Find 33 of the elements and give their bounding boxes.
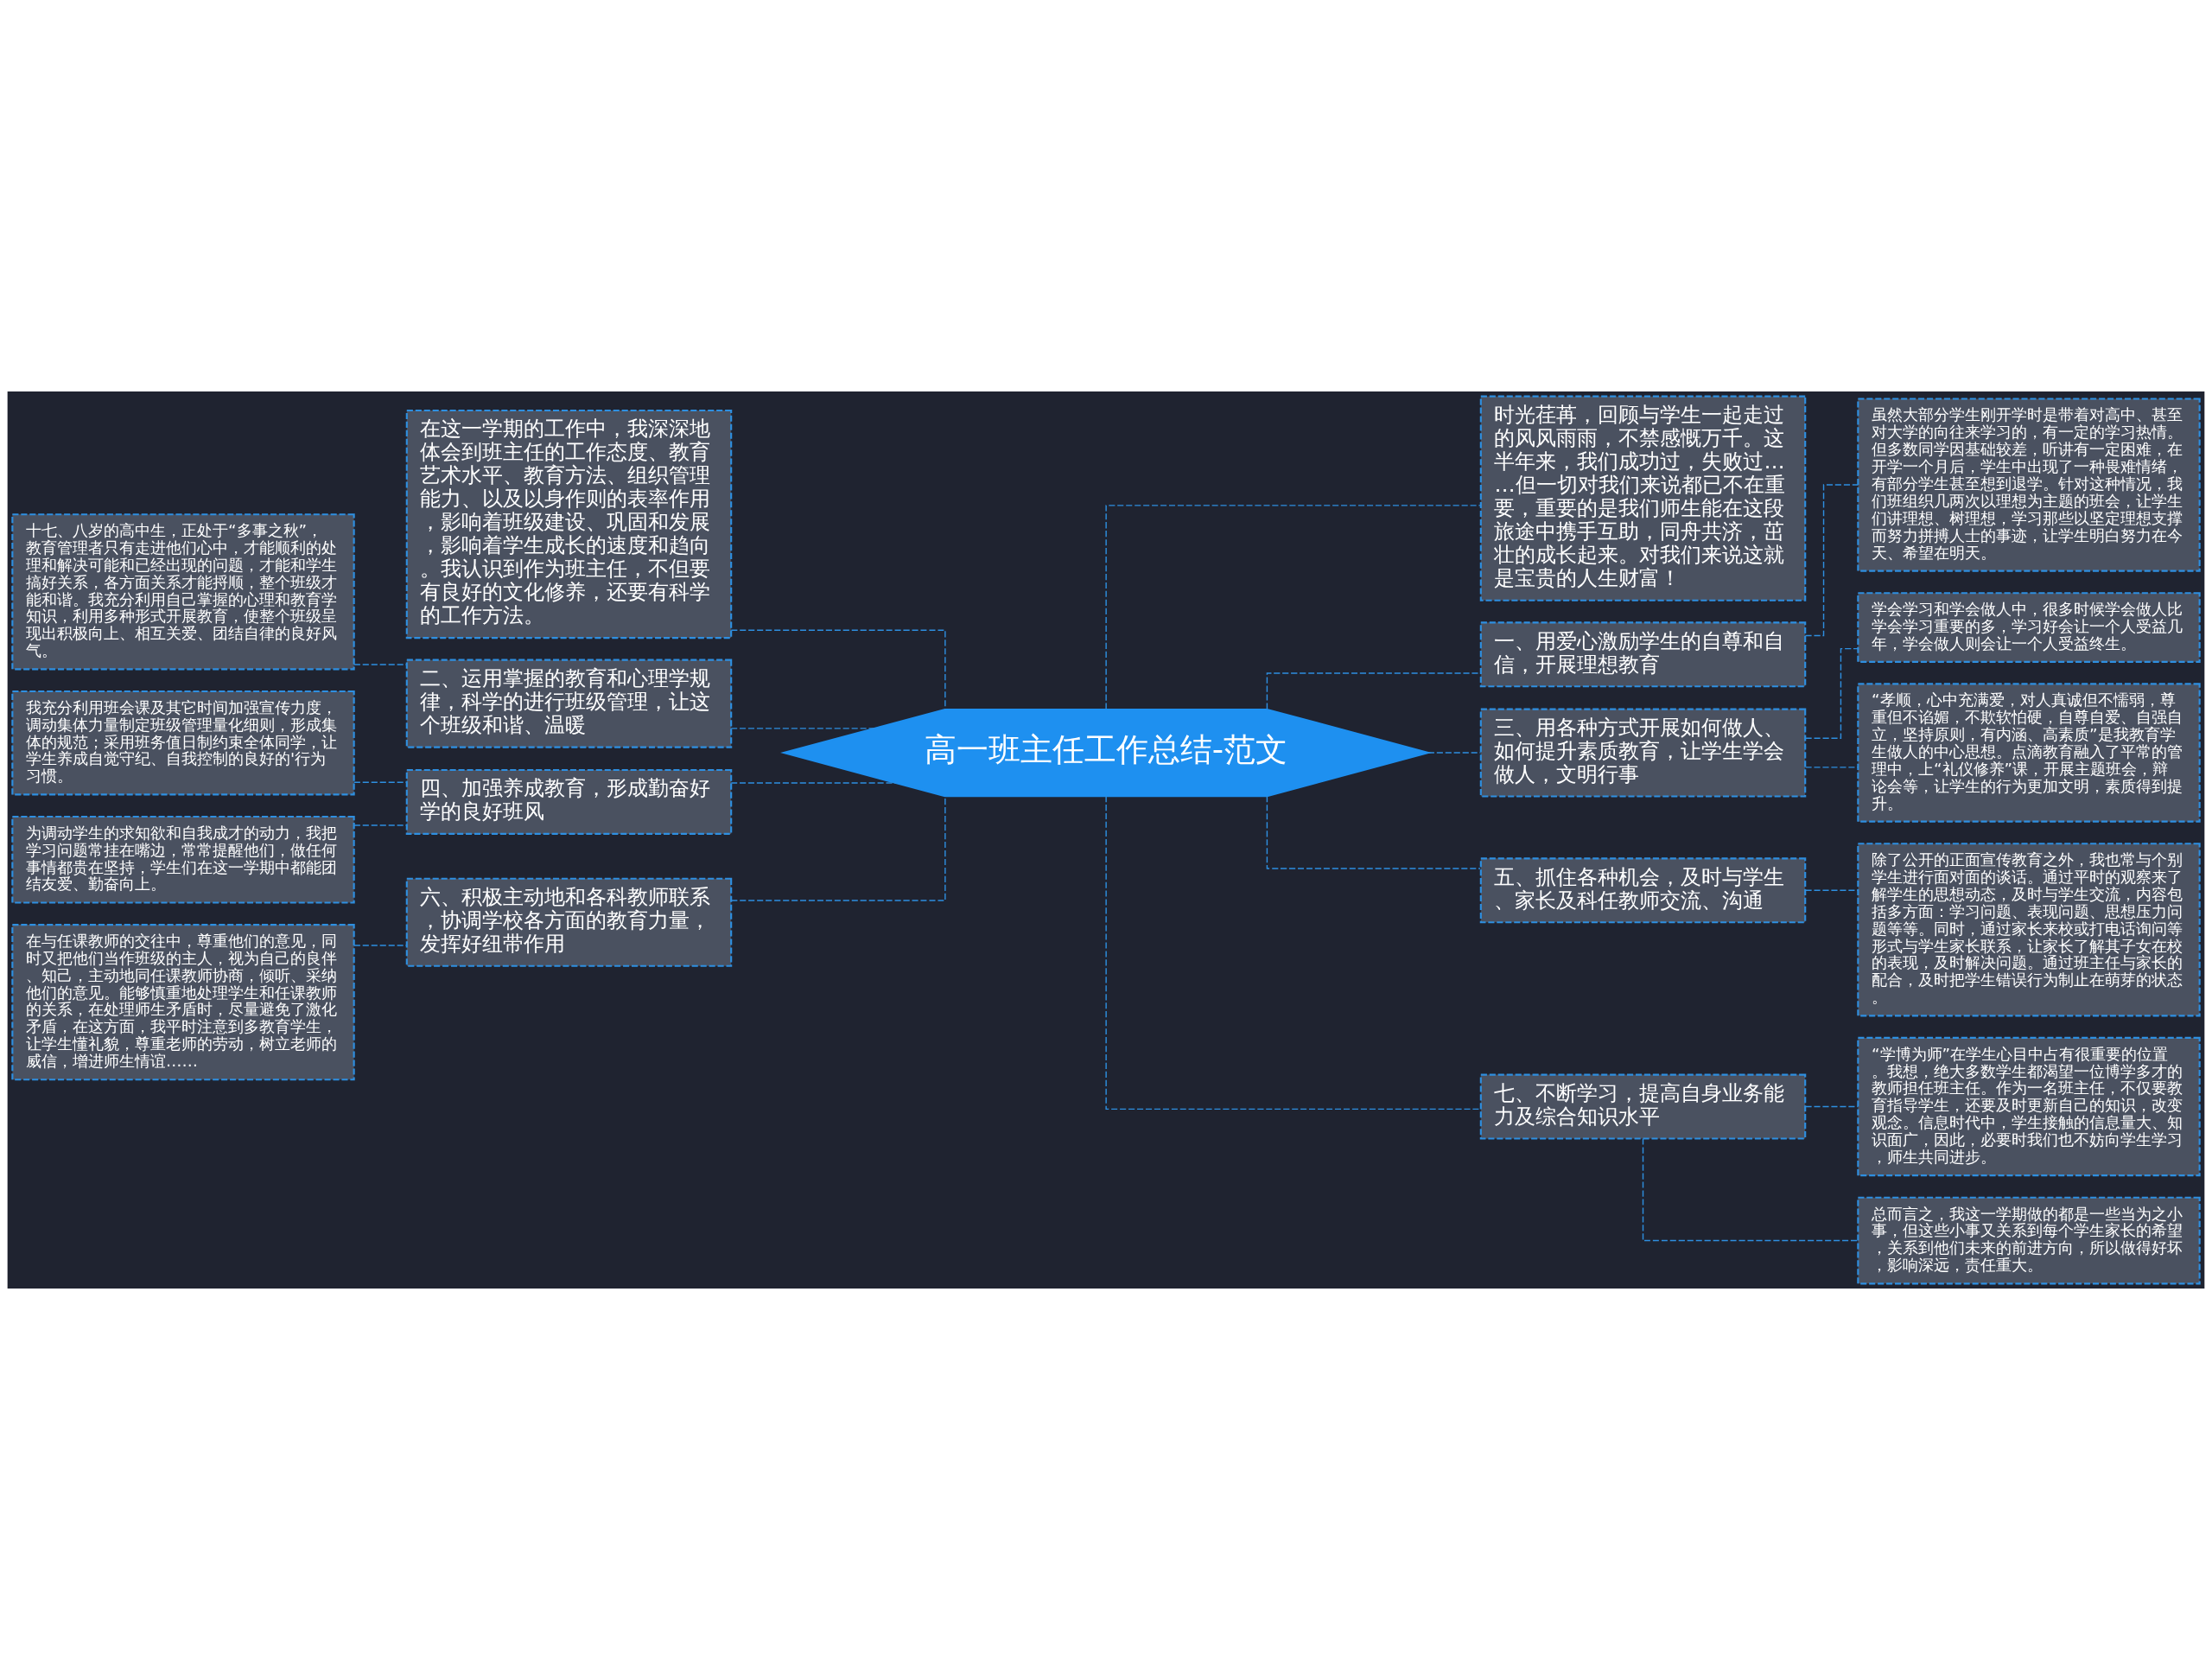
connector: [1266, 672, 1481, 710]
node-box: “学博为师”在学生心目中占有很重要的位置。我想，绝大多数学生都渴望一位博学多才的教师担任班主任。作为一名班主任，不仅要教育指导学生，还要及时更新自己的知识，改变观念。信息时代中，学生接触的信息量大、知识面广，因此，必要时我们也不妨向学生学习，师生共同进步。: [1857, 1036, 2201, 1177]
connector: [730, 782, 897, 784]
connector: [1427, 752, 1482, 754]
node-box: 除了公开的正面宣传教育之外，我也常与个别学生进行面对面的谈话。通过平时的观察来了解学生的思想动态，及时与学生交流，内容包括多方面：学习问题、表现问题、思想压力问题等等。同时，通过家长来校或打电话询问等形式与学生家长联系，让家长了解其子女在校的表现，及时解决问题。通过班主任与家长的配合，及时把学生错误行为制止在萌芽的状态。: [1857, 843, 2201, 1017]
connector: [1642, 1137, 1859, 1242]
connector: [1804, 1105, 1859, 1108]
node-box: 在与任课教师的交往中，尊重他们的意见，同时又把他们当作班级的主人，视为自己的良伴、知己，主动地同任课教师协商，倾听、采纳他们的意见。能够慎重地处理学生和任课教师的关系，在处理师生矛盾时，尽量避免了激化矛盾，在这方面，我平时注意到多教育学生，让学生懂礼貌，尊重老师的劳动，树立老师的威信，增进师生情谊……: [11, 924, 355, 1081]
connector: [730, 629, 946, 710]
node-box: 五、抓住各种机会，及时与学生、家长及科任教师交流、沟通: [1479, 857, 1807, 924]
connector: [1804, 767, 1859, 768]
node-box: “孝顺，心中充满爱，对人真诚但不懦弱，尊重但不谄媚，不欺软怕硬，自尊自爱、自强自立，坚持原则，有内涵、高素质”是我教育学生做人的中心思想。点滴教育融入了平常的管理中，上“礼仪修养”课，开展主题班会，辩论会等，让学生的行为更加文明，素质得到提升。: [1857, 683, 2201, 823]
node-box: 七、不断学习，提高自身业务能力及综合知识水平: [1479, 1073, 1807, 1140]
connector: [1804, 484, 1859, 637]
node-box: 为调动学生的求知欲和自我成才的动力，我把学习问题常挂在嘴边，常常提醒他们，做任何事情都贵在坚持，学生们在这一学期中都能团结友爱、勤奋向上。: [11, 815, 355, 904]
node-box: 六、积极主动地和各科教师联系，协调学校各方面的教育力量，发挥好纽带作用: [405, 877, 733, 967]
node-box: 二、运用掌握的教育和心理学规律，科学的进行班级管理，让这个班级和谐、温暖: [405, 659, 733, 748]
node-box: 四、加强养成教育，形成勤奋好学的良好班风: [405, 768, 733, 835]
node-box: 时光荏苒，回顾与学生一起走过的风风雨雨，不禁感慨万千。这半年来，我们成功过，失败过……但一切对我们来说都已不在重要，重要的是我们师生能在这段旅途中携手互助，同舟共济，茁壮的成长起来。对我们来说这就是宝贵的人生财富！: [1479, 395, 1807, 601]
node-box: 三、用各种方式开展如何做人、如何提升素质教育，让学生学会做人，文明行事: [1479, 708, 1807, 798]
node-box: 总而言之，我这一学期做的都是一些当为之小事，但这些小事又关系到每个学生家长的希望，关系到他们未来的前进方向，所以做得好坏，影响深远，责任重大。: [1857, 1196, 2201, 1285]
connector: [1804, 647, 1859, 739]
node-box: 虽然大部分学生刚开学时是带着对高中、甚至对大学的向往来学习的，有一定的学习热情。但多数同学因基础较差，听讲有一定困难，在开学一个月后，学生中出现了一种畏难情绪，有部分学生甚至想到退学。针对这种情况，我们班组织几两次以理想为主题的班会，让学生们讲理想、树理想，学习那些以坚定理想支撑而努力拼搏人士的事迹，让学生明白努力在今天、希望在明天。: [1857, 398, 2201, 572]
connector: [730, 728, 875, 729]
node-box: 我充分利用班会课及其它时间加强宣传力度，调动集体力量制定班级管理量化细则，形成集体的规范；采用班务值日制约束全体同学，让学生养成自觉守纪、自我控制的良好的'行为习惯。: [11, 690, 355, 796]
node-box: 在这一学期的工作中，我深深地体会到班主任的工作态度、教育艺术水平、教育方法、组织管理能力、以及以身作则的表率作用，影响着班级建设、巩固和发展，影响着学生成长的速度和趋向。我认识到作为班主任，不但要有良好的文化修养，还要有科学的工作方法。: [405, 409, 733, 640]
connector: [1804, 889, 1859, 891]
connector: [1105, 505, 1482, 710]
node-box: 一、用爱心激励学生的自尊和自信，开展理想教育: [1479, 621, 1807, 688]
connector: [1105, 795, 1482, 1110]
node-box: 学会学习和学会做人中，很多时候学会做人比学会学习重要的多，学习好会让一个人受益几年，学会做人则会让一个人受益终生。: [1857, 592, 2201, 663]
node-box: 十七、八岁的高中生，正处于“多事之秋”，教育管理者只有走进他们心中，才能顺利的处理和解决可能和已经出现的问题，才能和学生搞好关系，各方面关系才能捋顺，整个班级才能和谐。我充分利用自己掌握的心理和教育学知识，利用多种形式开展教育，使整个班级呈现出积极向上、相互关爱、团结自律的良好风气。: [11, 513, 355, 671]
connector: [1266, 795, 1481, 869]
